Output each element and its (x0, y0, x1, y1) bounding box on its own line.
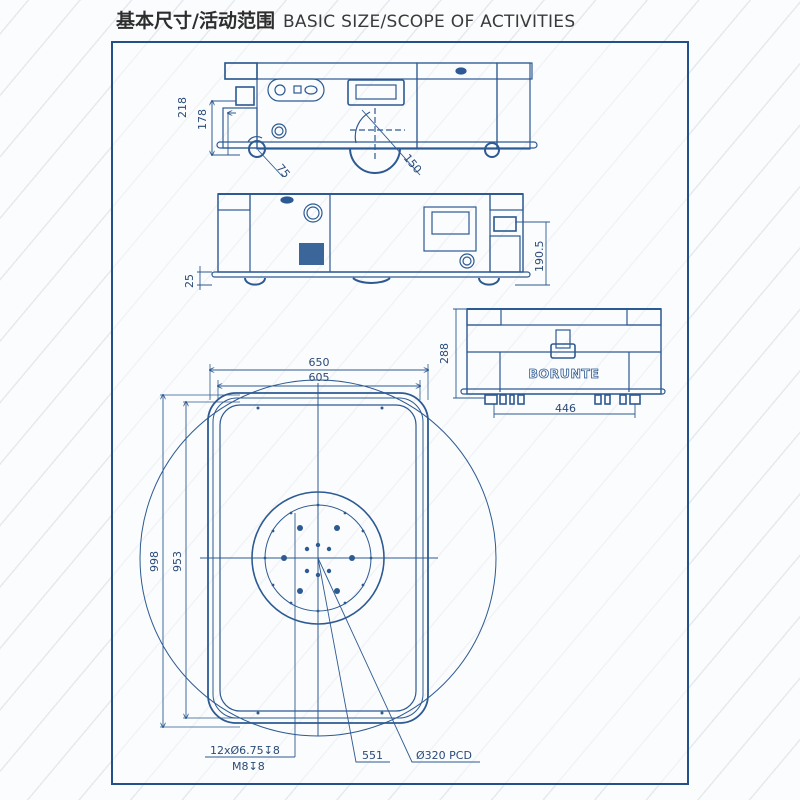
mounting-holes (256, 406, 384, 715)
drive-wheel (352, 277, 391, 284)
leader-holes (205, 513, 296, 758)
qr-label (299, 243, 324, 265)
dim-label-650: 650 (309, 356, 330, 369)
handle-plate (347, 79, 405, 106)
estop-button-inner (306, 206, 320, 220)
dim-line-25 (197, 266, 212, 290)
charge-port (271, 123, 287, 139)
charge-port-inner (274, 126, 284, 136)
dim-label-thread: M8↧8 (232, 760, 265, 773)
title-chinese: 基本尺寸/活动范围 (116, 10, 275, 32)
dim-label-25: 25 (183, 274, 196, 288)
leader-75 (257, 149, 284, 178)
body-right-panel (496, 62, 531, 150)
dim-label-953: 953 (171, 551, 184, 572)
dim-label-pcd: Ø320 PCD (416, 749, 472, 762)
dim-line-446 (493, 404, 636, 418)
port-icon (304, 85, 318, 95)
page-title: 基本尺寸/活动范围 BASIC SIZE/SCOPE OF ACTIVITIES (116, 6, 575, 33)
leader-551 (317, 557, 390, 763)
dim-label-446: 446 (555, 402, 576, 415)
caster-wheel-left (248, 140, 266, 158)
drive-wheel-center-lines (350, 108, 405, 160)
dim-line-178 (228, 113, 236, 155)
title-english: BASIC SIZE/SCOPE OF ACTIVITIES (282, 12, 576, 32)
dim-line-190-5 (515, 221, 550, 286)
leader-150 (361, 109, 421, 176)
handle-grip (355, 84, 397, 100)
caster-wheel-right (478, 277, 500, 286)
base-plate (460, 388, 666, 395)
front-view: BORUNTE 288 446 (438, 308, 666, 418)
screw-icon (455, 67, 467, 75)
turntable-outer (251, 491, 385, 625)
dim-label-218: 218 (176, 97, 189, 118)
caster-wheel-left (244, 277, 266, 286)
lidar-sensor (493, 216, 517, 232)
connector-icon (293, 85, 302, 94)
dim-line-288 (453, 308, 485, 399)
brand-logo: BORUNTE (529, 366, 600, 381)
leader-pcd (317, 557, 480, 763)
button-icon (274, 84, 286, 96)
control-panel-pill (267, 78, 325, 102)
knob (459, 253, 475, 269)
dim-label-605: 605 (309, 371, 330, 384)
dim-label-178: 178 (196, 109, 209, 130)
screw-icon (280, 196, 294, 204)
side-view-bottom: 25 190.5 (183, 193, 550, 290)
base-plate (211, 271, 531, 278)
plan-view: 650 605 998 953 12xØ6.75↧8 M8↧8 551 Ø320… (139, 356, 497, 773)
side-view-top: 218 178 75 150 (176, 62, 538, 181)
dim-label-288: 288 (438, 343, 451, 364)
lidar-bracket (550, 343, 576, 359)
caster-wheel-right (484, 142, 500, 158)
dim-label-holes: 12xØ6.75↧8 (210, 744, 280, 757)
dim-label-190-5: 190.5 (533, 241, 546, 273)
estop-button (303, 203, 323, 223)
base-plate (216, 141, 538, 149)
drive-wheel-swing-arc (354, 111, 371, 144)
lidar-sensor (555, 329, 571, 349)
drive-wheel (349, 147, 401, 174)
touch-screen (431, 211, 470, 235)
caster-swing-arc (247, 136, 263, 143)
lidar-sensor (235, 86, 255, 106)
dim-label-551: 551 (362, 749, 383, 762)
dim-label-998: 998 (148, 551, 161, 572)
touch-screen-bezel (423, 206, 477, 252)
